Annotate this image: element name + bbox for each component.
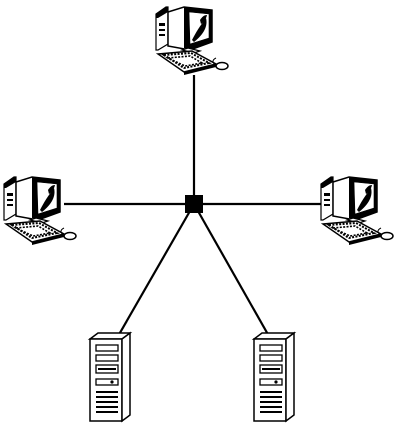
workstation-left: [3, 176, 77, 246]
desktop-computer-icon: [3, 176, 77, 246]
server-right: [253, 332, 295, 422]
link-server-right: [193, 203, 271, 339]
desktop-computer-icon: [155, 6, 229, 76]
server-left: [89, 332, 131, 422]
server-tower-icon: [253, 332, 295, 422]
workstation-top: [155, 6, 229, 76]
hub-icon: [185, 195, 203, 213]
workstation-right: [320, 176, 394, 246]
desktop-computer-icon: [320, 176, 394, 246]
server-tower-icon: [89, 332, 131, 422]
link-server-left: [116, 203, 195, 339]
